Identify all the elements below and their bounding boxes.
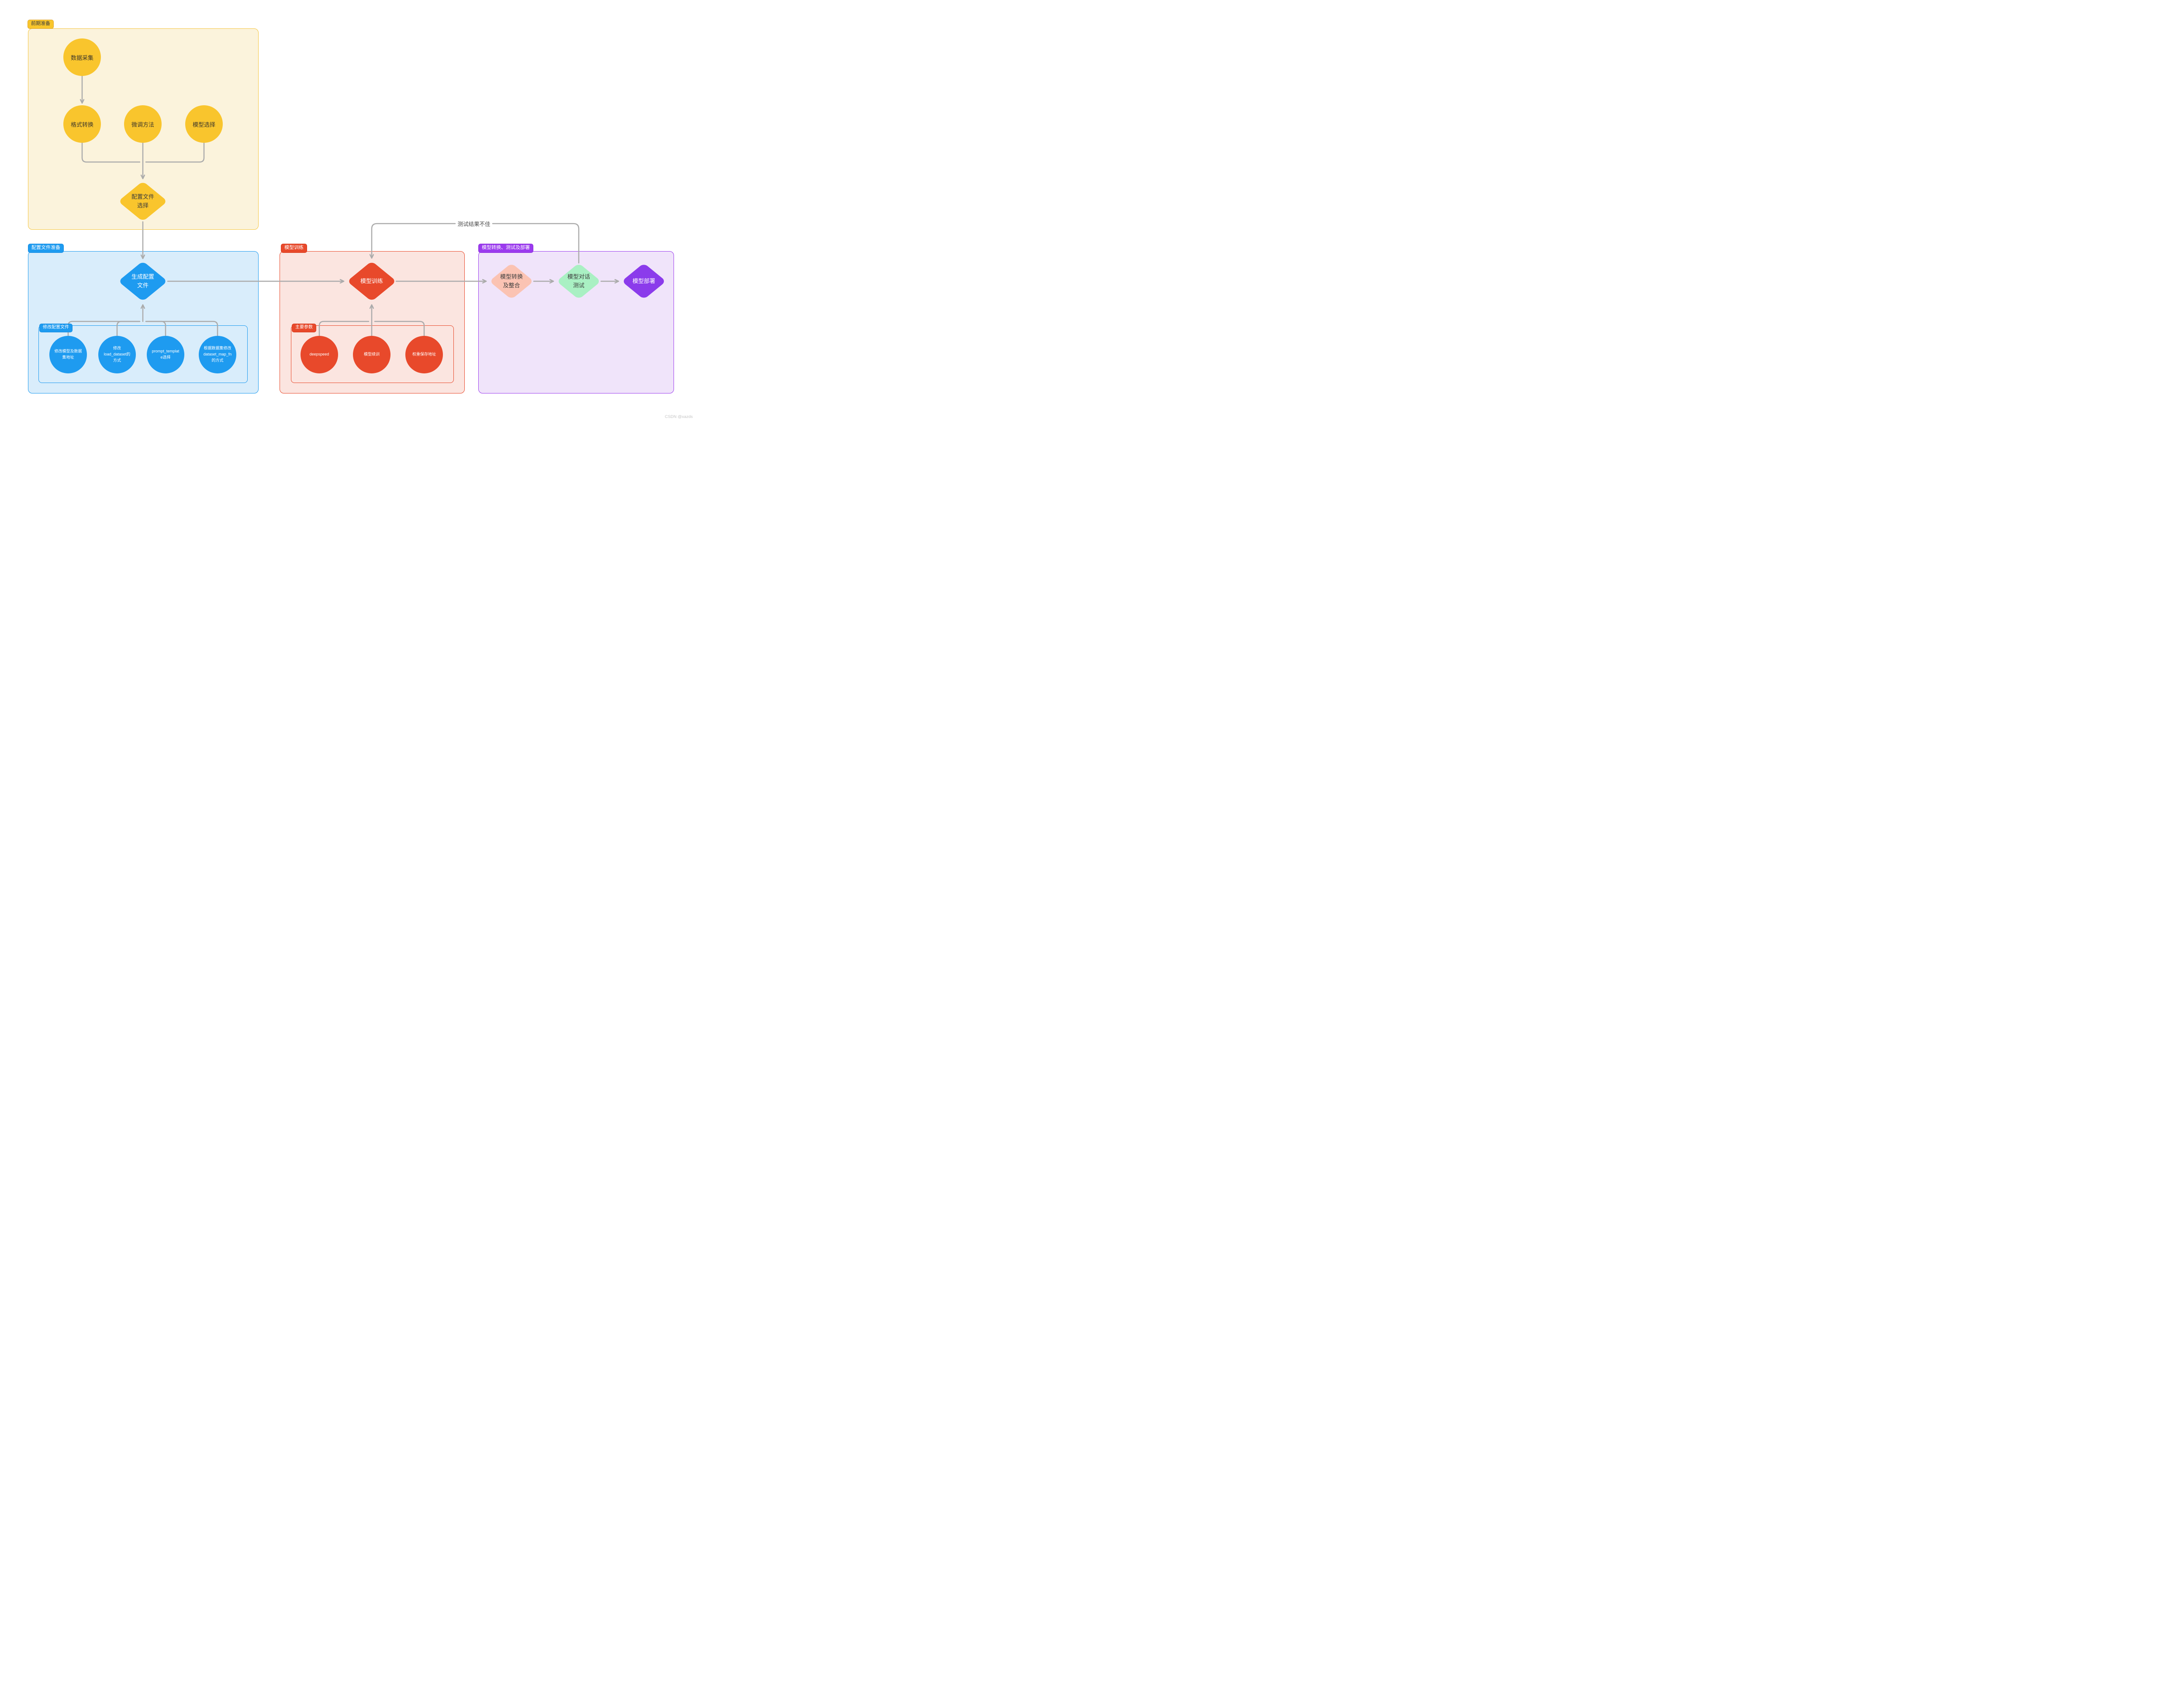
node-format-conversion: 格式转换 — [63, 105, 101, 143]
node-dataset-map-fn-label: 根据数据集修改 dataset_map_fn 的方式 — [203, 346, 232, 362]
edge-loop-right — [492, 223, 580, 264]
subsection-modify-config-box — [38, 325, 248, 383]
node-model-resume: 模型续训 — [353, 336, 390, 373]
node-deepspeed: deepspeed — [301, 336, 338, 373]
node-dataset-map-fn: 根据数据集修改 dataset_map_fn 的方式 — [199, 336, 236, 373]
node-modify-model-dataset-path: 修改模型及数据 集地址 — [49, 336, 87, 373]
node-finetune-method: 微调方法 — [124, 105, 162, 143]
edge-bluecircle1 — [67, 321, 141, 337]
section-prep-badge: 前期准备 — [28, 20, 54, 29]
subsection-modify-config-badge: 修改配置文件 — [39, 324, 73, 332]
edge-redcircle3 — [374, 321, 425, 337]
node-modify-model-dataset-path-label: 修改模型及数据 集地址 — [54, 349, 82, 359]
node-weight-save-path-label: 权重保存地址 — [412, 352, 436, 357]
edge-loop-label: 测试结果不佳 — [457, 221, 491, 228]
node-prompt-template: prompt_templat e选择 — [147, 336, 184, 373]
edge-merge-right — [145, 142, 205, 163]
subsection-main-params-box — [291, 325, 454, 383]
section-training-badge: 模型训练 — [281, 244, 307, 253]
node-modify-load-dataset: 修改 load_dataset的 方式 — [98, 336, 136, 373]
node-finetune-method-label: 微调方法 — [131, 121, 154, 128]
node-model-chat-test-label: 模型对话 测试 — [567, 273, 591, 289]
watermark: CSDN @xazds — [664, 414, 693, 419]
node-deepspeed-label: deepspeed — [309, 352, 329, 357]
edge-loop-left — [372, 223, 456, 259]
node-generate-config-label: 生成配置 文件 — [131, 273, 155, 289]
node-config-file-selection-label: 配置文件 选择 — [131, 193, 155, 209]
node-data-collection-label: 数据采集 — [70, 54, 93, 61]
edge-bluecircle3 — [145, 321, 166, 337]
node-model-selection: 模型选择 — [185, 105, 223, 143]
edge-merge-left — [81, 142, 141, 163]
node-model-training-label: 模型训练 — [360, 277, 384, 284]
flowchart-canvas: 前期准备 配置文件准备 模型训练 模型转换、测试及部署 修改配置文件 主要参数 … — [0, 0, 702, 423]
node-data-collection: 数据采集 — [63, 38, 101, 76]
subsection-main-params-badge: 主要参数 — [292, 324, 316, 332]
edge-redcircle1 — [318, 321, 370, 337]
node-modify-load-dataset-label: 修改 load_dataset的 方式 — [104, 346, 131, 362]
node-model-selection-label: 模型选择 — [192, 121, 215, 128]
node-model-deploy-label: 模型部署 — [632, 277, 656, 284]
node-model-convert-merge-label: 模型转换 及整合 — [500, 273, 523, 289]
section-deploy-badge: 模型转换、测试及部署 — [478, 244, 533, 253]
node-prompt-template-label: prompt_templat e选择 — [152, 349, 180, 359]
section-config-badge: 配置文件准备 — [28, 244, 64, 253]
node-model-resume-label: 模型续训 — [363, 352, 380, 357]
edge-bluecircle2 — [116, 321, 141, 337]
edge-bluecircle4 — [145, 321, 218, 337]
node-format-conversion-label: 格式转换 — [70, 121, 93, 128]
node-weight-save-path: 权重保存地址 — [405, 336, 443, 373]
